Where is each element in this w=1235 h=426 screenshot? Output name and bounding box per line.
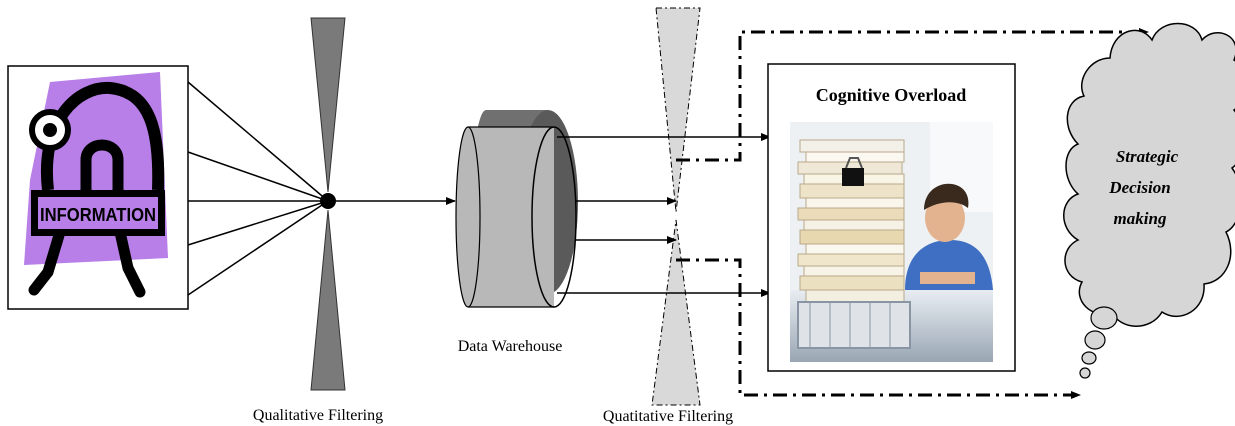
cognitive-overload-title: Cognitive Overload bbox=[816, 85, 967, 105]
warehouse-output-arrows bbox=[557, 133, 771, 297]
data-warehouse-label: Data Warehouse bbox=[458, 338, 563, 355]
cloud-text-line-2: Decision bbox=[1108, 178, 1170, 197]
stressed-worker-image bbox=[790, 122, 993, 362]
information-mascot-icon: INFORMATION bbox=[24, 72, 168, 298]
qualitative-filter-funnel bbox=[310, 17, 346, 391]
information-badge-text: INFORMATION bbox=[40, 205, 156, 225]
strategic-decision-cloud: Strategic Decision making bbox=[1063, 22, 1235, 379]
cloud-text-line-3: making bbox=[1114, 209, 1167, 228]
info-fan-lines bbox=[187, 81, 329, 296]
quantitative-filtering-label: Quatitative Filtering bbox=[603, 408, 733, 425]
data-warehouse-cylinder bbox=[455, 110, 578, 308]
cloud-text-line-1: Strategic bbox=[1116, 147, 1179, 166]
information-box: INFORMATION bbox=[7, 65, 189, 310]
dashdot-flow-paths bbox=[676, 28, 1149, 399]
cognitive-overload-box: Cognitive Overload bbox=[767, 63, 1016, 372]
qualitative-filtering-label: Qualitative Filtering bbox=[253, 407, 383, 424]
quantitative-filter-funnel bbox=[651, 7, 701, 406]
